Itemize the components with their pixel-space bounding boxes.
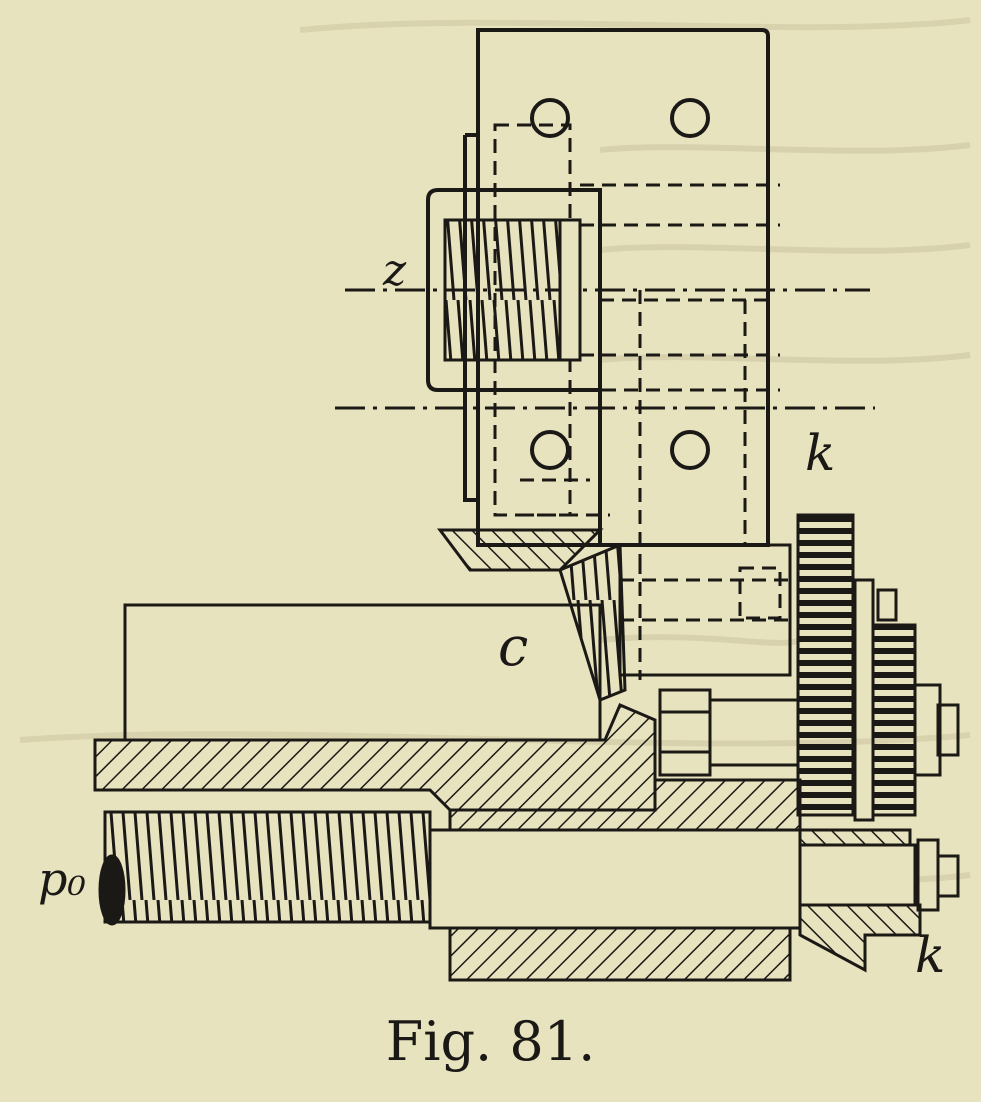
bolt-hole-icon xyxy=(670,430,710,470)
label-k-top: k xyxy=(805,424,835,482)
bolt-hole-icon xyxy=(530,430,570,470)
label-z: z xyxy=(382,245,407,296)
bevel-gear xyxy=(437,528,792,702)
label-p0: p₀ xyxy=(38,852,86,906)
top-housing xyxy=(426,28,770,547)
label-k-bottom: k xyxy=(915,926,945,984)
spur-gear-stack xyxy=(796,513,960,822)
main-housing xyxy=(93,603,922,982)
center-lines xyxy=(335,288,875,410)
worm-gear xyxy=(443,218,582,362)
label-c: c xyxy=(498,615,528,678)
bolt-hole-icon xyxy=(530,98,570,138)
hidden-lines xyxy=(493,123,790,680)
threaded-spindle xyxy=(98,810,960,930)
figure-caption: Fig. 81. xyxy=(385,1010,596,1073)
hex-nut xyxy=(658,688,800,777)
bolt-hole-icon xyxy=(670,98,710,138)
